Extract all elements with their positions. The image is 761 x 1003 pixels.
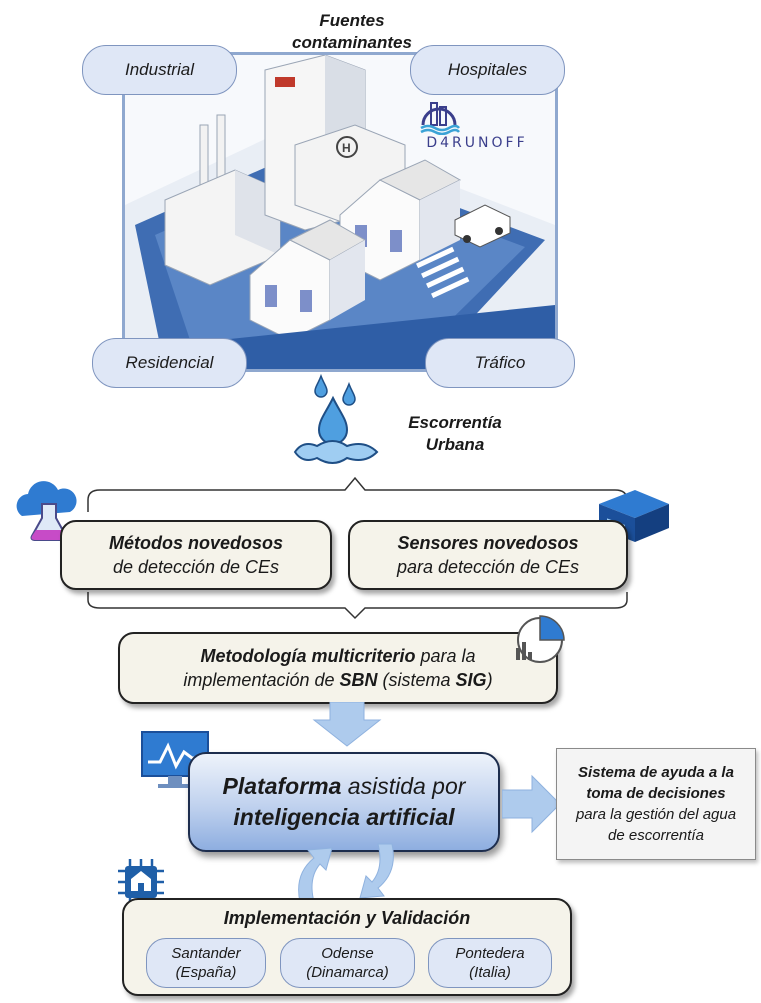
smart-home-chip-icon	[118, 859, 164, 905]
d4runoff-logo-text: D4RUNOFF	[426, 135, 528, 151]
source-hospitales: Hospitales	[410, 45, 565, 95]
runoff-label: Escorrentía Urbana	[408, 413, 502, 454]
site-odense: Odense (Dinamarca)	[280, 938, 415, 988]
sensors-box: Sensores novedosos para detección de CEs	[348, 520, 628, 590]
down-arrow	[312, 702, 382, 747]
cycle-arrows	[298, 843, 394, 903]
lab-cloud-icon	[16, 481, 77, 541]
d4runoff-logo: D4RUNOFF	[417, 95, 537, 165]
source-trafico: Tráfico	[425, 338, 575, 388]
implementation-title: Implementación y Validación	[223, 908, 471, 928]
water-drop-icon	[293, 373, 379, 464]
source-residencial: Residencial	[92, 338, 247, 388]
implementation-box: Implementación y Validación Santander (E…	[122, 898, 572, 996]
site-santander: Santander (España)	[146, 938, 266, 988]
right-arrow	[502, 774, 561, 834]
source-industrial: Industrial	[82, 45, 237, 95]
pie-chart-icon	[516, 615, 565, 663]
methods-box: Métodos novedosos de detección de CEs	[60, 520, 332, 590]
platform-box: Plataforma asistida por inteligencia art…	[188, 752, 500, 852]
sources-title: Fuentes contaminantes	[292, 11, 412, 52]
city-scene: H	[125, 55, 555, 369]
site-pontedera: Pontedera (Italia)	[428, 938, 552, 988]
methodology-box: Metodología multicriterio para la implem…	[118, 632, 558, 704]
d4runoff-logo-icon	[420, 102, 460, 135]
svg-text:H: H	[342, 141, 351, 155]
decision-support-box: Sistema de ayuda a la toma de decisiones…	[556, 748, 756, 860]
city-illustration: H D4RUNOFF	[122, 52, 558, 372]
